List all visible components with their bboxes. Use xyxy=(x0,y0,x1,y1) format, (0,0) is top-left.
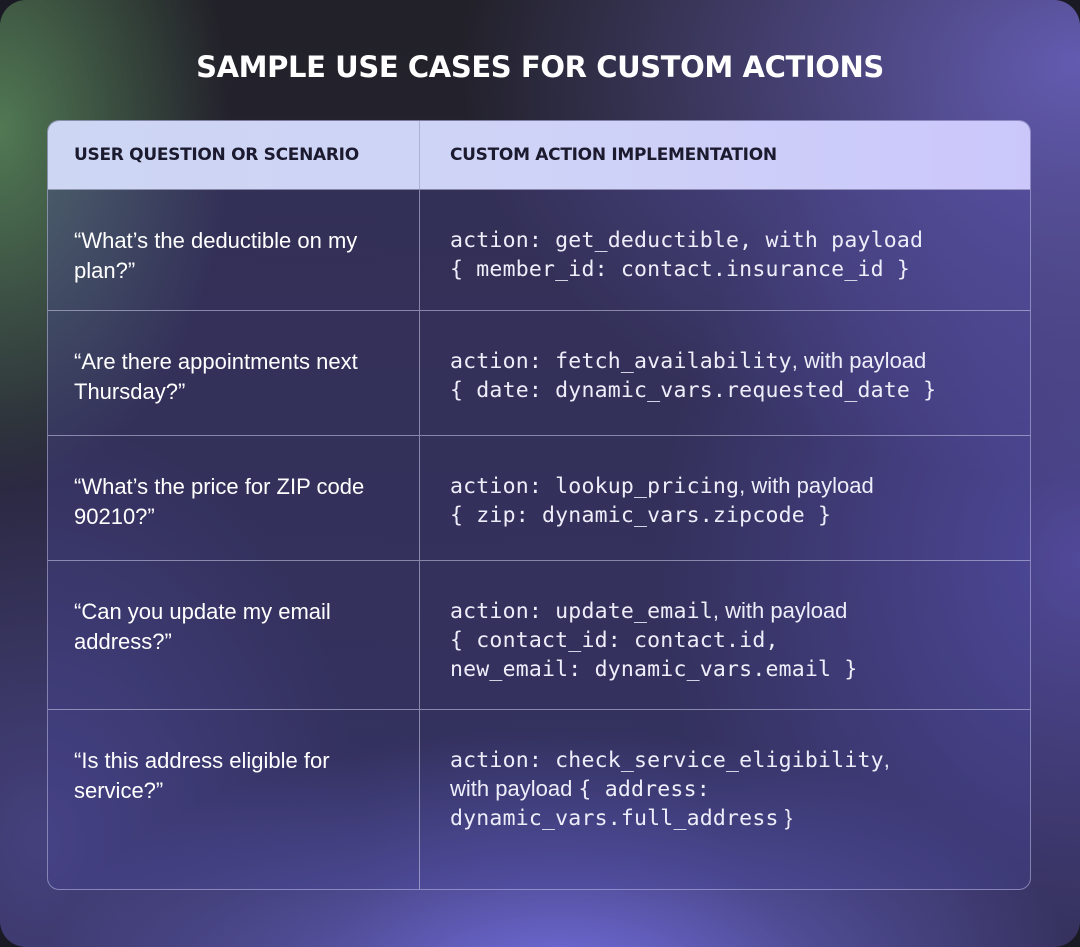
code-text: { contact_id: contact.id, xyxy=(450,628,779,653)
implementation-line: action: get_deductible, with payload xyxy=(450,226,1010,255)
code-text: new_email: dynamic_vars.email } xyxy=(450,657,858,682)
implementation-cell: action: get_deductible, with payload { m… xyxy=(420,190,1030,310)
implementation-line: action: fetch_availability, with payload xyxy=(450,347,1010,376)
plain-text: , with payload xyxy=(712,598,848,623)
scenario-cell: “What’s the deductible on my plan?” xyxy=(48,190,420,310)
implementation-line: action: check_service_eligibility, xyxy=(450,746,1010,775)
implementation-cell: action: lookup_pricing, with payload { z… xyxy=(420,436,1030,560)
plain-text: , with payload xyxy=(739,473,874,498)
implementation-line: { date: dynamic_vars.requested_date } xyxy=(450,376,1010,405)
code-text: { date: dynamic_vars.requested_date } xyxy=(450,378,937,403)
scenario-cell: “Is this address eligible for service?” xyxy=(48,710,420,889)
table-header: USER QUESTION OR SCENARIO CUSTOM ACTION … xyxy=(48,121,1030,189)
table-row: “Can you update my email address?” actio… xyxy=(48,560,1030,709)
code-text: action: lookup_pricing xyxy=(450,474,740,499)
implementation-cell: action: check_service_eligibility, with … xyxy=(420,710,1030,889)
plain-text: , with payload xyxy=(791,348,927,373)
implementation-line: { zip: dynamic_vars.zipcode } xyxy=(450,501,1010,530)
implementation-line: { contact_id: contact.id, xyxy=(450,626,1010,655)
implementation-line: action: lookup_pricing, with payload xyxy=(450,472,1010,501)
column-header-implementation: CUSTOM ACTION IMPLEMENTATION xyxy=(450,145,777,165)
use-cases-table: USER QUESTION OR SCENARIO CUSTOM ACTION … xyxy=(47,120,1031,890)
implementation-cell: action: fetch_availability, with payload… xyxy=(420,311,1030,435)
table-row: “Are there appointments next Thursday?” … xyxy=(48,310,1030,435)
code-text: action: check_service_eligibility xyxy=(450,748,884,773)
code-text: { zip: dynamic_vars.zipcode } xyxy=(450,503,832,528)
implementation-line: dynamic_vars.full_address } xyxy=(450,804,1010,833)
page-title: SAMPLE USE CASES FOR CUSTOM ACTIONS xyxy=(196,50,884,84)
implementation-line: new_email: dynamic_vars.email } xyxy=(450,655,1010,684)
plain-text: , xyxy=(883,747,890,772)
code-text: action: update_email xyxy=(450,599,713,624)
code-text: dynamic_vars.full_address xyxy=(450,806,779,831)
table-row: “What’s the deductible on my plan?” acti… xyxy=(48,189,1030,310)
code-text: action: get_deductible, with payload xyxy=(450,228,924,253)
code-text: { member_id: contact.insurance_id } xyxy=(450,257,911,282)
scenario-cell: “What’s the price for ZIP code 90210?” xyxy=(48,436,420,560)
implementation-cell: action: update_email, with payload { con… xyxy=(420,561,1030,709)
table-row: “Is this address eligible for service?” … xyxy=(48,709,1030,889)
code-text: action: fetch_availability xyxy=(450,349,792,374)
code-text: { address: xyxy=(578,777,710,802)
scenario-cell: “Can you update my email address?” xyxy=(48,561,420,709)
column-header-scenario: USER QUESTION OR SCENARIO xyxy=(48,121,420,189)
implementation-line: { member_id: contact.insurance_id } xyxy=(450,255,1010,284)
plain-text: } xyxy=(778,805,793,830)
scenario-cell: “Are there appointments next Thursday?” xyxy=(48,311,420,435)
plain-text: with payload xyxy=(450,776,579,801)
table-row: “What’s the price for ZIP code 90210?” a… xyxy=(48,435,1030,560)
implementation-line: with payload { address: xyxy=(450,775,1010,804)
implementation-line: action: update_email, with payload xyxy=(450,597,1010,626)
